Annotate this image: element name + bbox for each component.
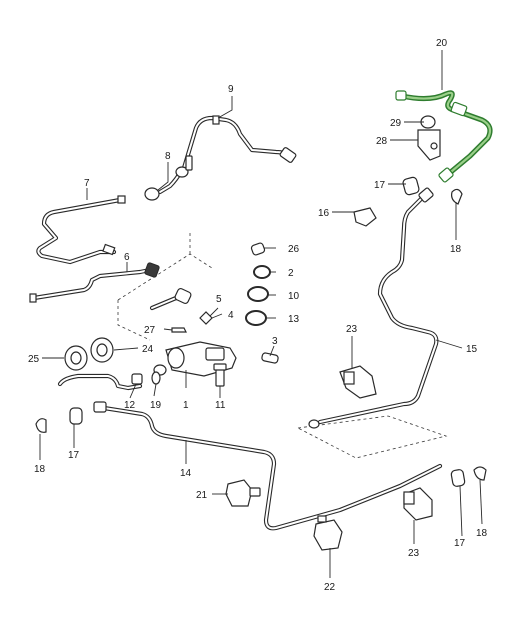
part-13-seal: [245, 310, 267, 326]
part-10-seal: [247, 286, 269, 302]
callout-5: 5: [216, 294, 222, 305]
part-23-bracket-upper: [339, 365, 377, 399]
callout-10: 10: [288, 291, 300, 302]
part-18-clip-left: [35, 418, 47, 433]
callout-23-lower: 23: [408, 548, 420, 559]
callout-18-right: 18: [476, 528, 488, 539]
callout-20: 20: [436, 38, 448, 49]
callout-26: 26: [288, 244, 300, 255]
callout-17-left: 17: [68, 450, 80, 461]
part-18-clip-right: [473, 466, 487, 481]
callout-19: 19: [150, 400, 162, 411]
part-23-bracket-lower: [403, 487, 433, 521]
part-8-hose-end: [144, 155, 193, 201]
callout-11: 11: [215, 400, 226, 411]
part-26-fitting: [250, 242, 266, 256]
assembly-dashed-outline-right: [296, 415, 448, 459]
part-25-boot: [64, 345, 88, 371]
leader-lines: [39, 50, 483, 578]
part-17-connector-top: [402, 176, 420, 196]
part-14-long-pipe: [57, 373, 443, 531]
callout-7: 7: [84, 178, 90, 189]
callout-15: 15: [466, 344, 478, 355]
callout-28: 28: [376, 136, 388, 147]
part-18-clip-top: [451, 188, 463, 205]
part-24-boot: [90, 337, 114, 363]
part-11-bolt: [213, 363, 227, 387]
callout-6: 6: [124, 252, 130, 263]
part-15-pipe: [308, 187, 439, 429]
callout-27: 27: [144, 325, 156, 336]
callout-16: 16: [318, 208, 330, 219]
part-22-bracket: [313, 515, 343, 551]
callout-9: 9: [228, 84, 234, 95]
callout-2: 2: [288, 268, 294, 279]
callout-22: 22: [324, 582, 336, 593]
assembly-dashed-outline-left: [117, 232, 213, 341]
part-20-clutch-hose-highlighted: [395, 90, 493, 183]
part-5-clip: [199, 311, 213, 325]
part-16-clip: [353, 207, 377, 227]
part-3-pin: [261, 352, 279, 364]
part-19-washer: [151, 371, 161, 385]
callout-13: 13: [288, 314, 300, 325]
callout-24: 24: [142, 344, 154, 355]
callout-3: 3: [272, 336, 278, 347]
part-17-connector-right: [450, 469, 466, 487]
callout-18-left: 18: [34, 464, 46, 475]
callout-14: 14: [180, 468, 192, 479]
callout-17-right: 17: [454, 538, 466, 549]
part-9-pipe: [181, 115, 297, 171]
callout-18-top: 18: [450, 244, 462, 255]
part-12-connector: [131, 373, 143, 385]
callout-8: 8: [165, 151, 171, 162]
callout-29: 29: [390, 118, 402, 129]
part-21-bracket: [225, 479, 261, 507]
part-17-connector-left: [69, 407, 83, 425]
part-2-o-ring: [253, 265, 271, 279]
callout-21: 21: [196, 490, 208, 501]
part-28-bracket: [417, 129, 441, 161]
callout-labels: 1 2 3 4 5 6 7 8 9 10 11 12 13 14 15 16 1…: [28, 38, 488, 593]
callout-23-upper: 23: [346, 324, 358, 335]
callout-12: 12: [124, 400, 136, 411]
part-7-pipe: [36, 195, 126, 265]
callout-1: 1: [183, 400, 189, 411]
part-6-pipe: [29, 262, 160, 303]
part-bleeder-line: [149, 287, 192, 311]
part-27-spring-pin: [171, 327, 187, 333]
callout-17-top: 17: [374, 180, 386, 191]
callout-4: 4: [228, 310, 234, 321]
callout-25: 25: [28, 354, 40, 365]
